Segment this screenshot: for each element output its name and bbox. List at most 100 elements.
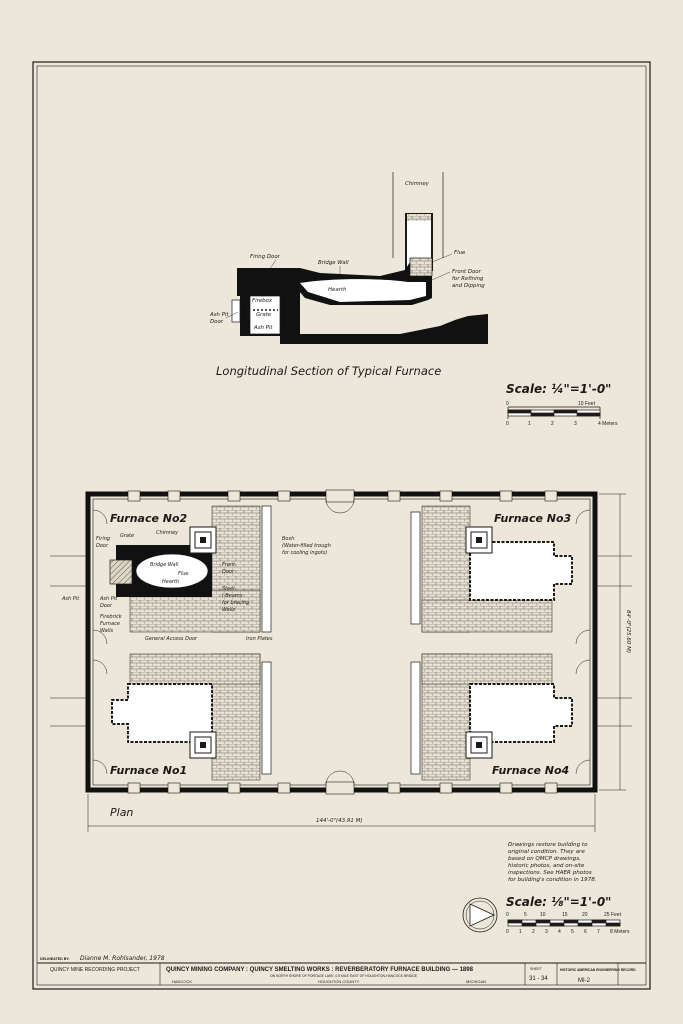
plan-flue-label: Flue <box>178 571 189 577</box>
plan-firebrick-label: Firebrick <box>100 614 123 620</box>
plan-scale-m-6: 6 <box>584 929 587 935</box>
section-scale-bar <box>507 406 601 419</box>
furnace-2-title: Furnace No2 <box>110 512 188 525</box>
plan-note-line-2: original condition. They are <box>508 849 585 855</box>
plan-general-door-label: General Access Door <box>145 636 198 642</box>
outer-border <box>32 61 651 990</box>
plan-scale-feet-10: 10 <box>540 912 546 918</box>
section-scale-m-0: 0 <box>506 421 509 427</box>
section-scale-feet-10: 10 Feet <box>578 401 596 407</box>
recording-project: QUINCY MINE RECORDING PROJECT <box>50 967 140 973</box>
drawing-city: HANCOCK <box>172 979 192 984</box>
section-grate-label: Grate <box>256 312 272 318</box>
section-scale-m-1: 1 <box>528 421 531 427</box>
plan-scale-m-4: 4 <box>558 929 561 935</box>
sheet-number: 31 - 34 <box>529 976 548 982</box>
section-ash-pit-label: Ash Pit <box>253 325 273 331</box>
section-ash-pit-door-label-2: Door <box>210 319 224 325</box>
section-front-door-label-2: for Refining <box>452 276 484 282</box>
section-ash-pit-door-label: Ash Pit <box>209 312 229 318</box>
section-front-door-label: Front Door <box>452 269 482 275</box>
plan-steel-label-4: Walls <box>222 607 236 613</box>
plan-bosh-label: Bosh <box>282 536 294 542</box>
plan-note-line-1: Drawings restore building to <box>508 842 588 848</box>
inner-border <box>36 65 647 986</box>
furnace-4-plan <box>410 653 573 781</box>
plan-scale-feet-0: 0 <box>506 912 509 918</box>
furnace-4-title: Furnace No4 <box>492 764 569 777</box>
delineated-by-label: DELINEATED BY: <box>40 957 70 961</box>
plan-ash-pit-door-label-2: Door <box>100 603 113 609</box>
plan-grate-label: Grate <box>120 533 134 539</box>
section-hearth-label: Hearth <box>328 287 347 293</box>
plan-scale-m-0: 0 <box>506 929 509 935</box>
furnace-3-title: Furnace No3 <box>494 512 572 525</box>
record-name: HISTORIC AMERICAN ENGINEERING RECORD <box>560 968 636 972</box>
plan-scale-feet-15: 15 <box>562 912 568 918</box>
plan-height-dimension: 84'-0"(25.60 M) <box>625 610 631 653</box>
plan-steel-label: Steel <box>222 586 235 592</box>
furnace-1-plan <box>111 653 272 781</box>
plan-scale-feet-20: 20 <box>582 912 588 918</box>
plan-front-door-label: Front <box>222 562 236 568</box>
plan-firing-door-label: Firing <box>96 536 110 542</box>
section-title: Longitudinal Section of Typical Furnace <box>216 364 441 378</box>
furnace-section <box>198 172 488 344</box>
plan-bridge-wall-label: Bridge Wall <box>150 562 179 568</box>
plan-note-line-5: inspections. See HAER photos <box>508 870 592 876</box>
record-id: MI-2 <box>578 978 591 984</box>
plan-firebrick-label-2: Furnace <box>100 621 120 627</box>
plan-note-line-4: historic photos, and on-site <box>508 863 585 869</box>
furnace-3-plan <box>410 505 573 633</box>
furnace-2-plan <box>109 505 272 633</box>
plan-ash-pit-door-label: Ash Pit <box>99 596 118 602</box>
building-plan <box>50 489 632 832</box>
section-firebox-label: Firebox <box>252 298 273 304</box>
plan-scale-m-2: 2 <box>532 929 535 935</box>
furnace-1-title: Furnace No1 <box>110 764 187 777</box>
sheet-label: SHEET <box>530 967 543 971</box>
drawing-state: MICHIGAN <box>466 979 486 984</box>
plan-steel-label-2: I-Beams <box>222 593 243 599</box>
plan-note-line-3: based on QMCP drawings, <box>508 856 581 862</box>
section-scale-m-4: 4 Meters <box>598 421 618 427</box>
plan-firing-door-label-2: Door <box>96 543 109 549</box>
plan-scale-label: Scale: ⅛"=1'-0" <box>506 895 611 909</box>
drawing-location: ON NORTH SHORE OF PORTAGE LAKE, 0.5 MILE… <box>270 974 418 978</box>
plan-bosh-label-3: for cooling ingots) <box>282 550 327 556</box>
plan-scale-feet-5: 5 <box>524 912 527 918</box>
plan-chimney-label: Chimney <box>156 530 179 536</box>
drawing-title: QUINCY MINING COMPANY : QUINCY SMELTING … <box>166 967 474 973</box>
section-front-door-label-3: and Dipping <box>452 283 485 289</box>
section-firing-door-label: Firing Door <box>250 254 281 260</box>
plan-bosh-label-2: (Water-filled trough <box>282 543 331 549</box>
north-arrow-icon <box>462 897 498 933</box>
plan-scale-bar <box>507 919 621 927</box>
plan-steel-label-3: for bracing <box>222 600 249 606</box>
plan-title: Plan <box>110 806 133 819</box>
section-scale-m-3: 3 <box>574 421 577 427</box>
plan-firebrick-label-3: Walls <box>100 628 114 634</box>
plan-scale-m-5: 5 <box>571 929 574 935</box>
section-bridge-wall-label: Bridge Wall <box>318 260 349 266</box>
section-scale-feet-0: 0 <box>506 401 509 407</box>
plan-hearth-label: Hearth <box>162 579 179 585</box>
drawing-county: HOUGHTON COUNTY <box>318 979 360 984</box>
section-flue-label: Flue <box>454 250 466 256</box>
section-scale-m-2: 2 <box>551 421 554 427</box>
title-block <box>37 962 646 985</box>
plan-scale-m-1: 1 <box>519 929 522 935</box>
plan-front-door-label-2: Door <box>222 569 235 575</box>
delineator-name: Dianne M. Rohlsander, 1978 <box>80 955 165 962</box>
plan-width-dimension: 144'-0"(43.91 M) <box>316 818 363 824</box>
plan-scale-m-3: 3 <box>545 929 548 935</box>
plan-note-line-6: for building's condition in 1978. <box>508 877 597 883</box>
section-chimney-label: Chimney <box>405 181 430 187</box>
plan-scale-m-8: 8 Meters <box>610 929 630 935</box>
plan-iron-plates-label: Iron Plates <box>246 636 273 642</box>
section-scale-label: Scale: ¼"=1'-0" <box>506 382 611 396</box>
plan-ash-pit-label: Ash Pit <box>61 596 80 602</box>
plan-scale-m-7: 7 <box>597 929 600 935</box>
plan-scale-feet-25: 25 Feet <box>604 912 622 918</box>
